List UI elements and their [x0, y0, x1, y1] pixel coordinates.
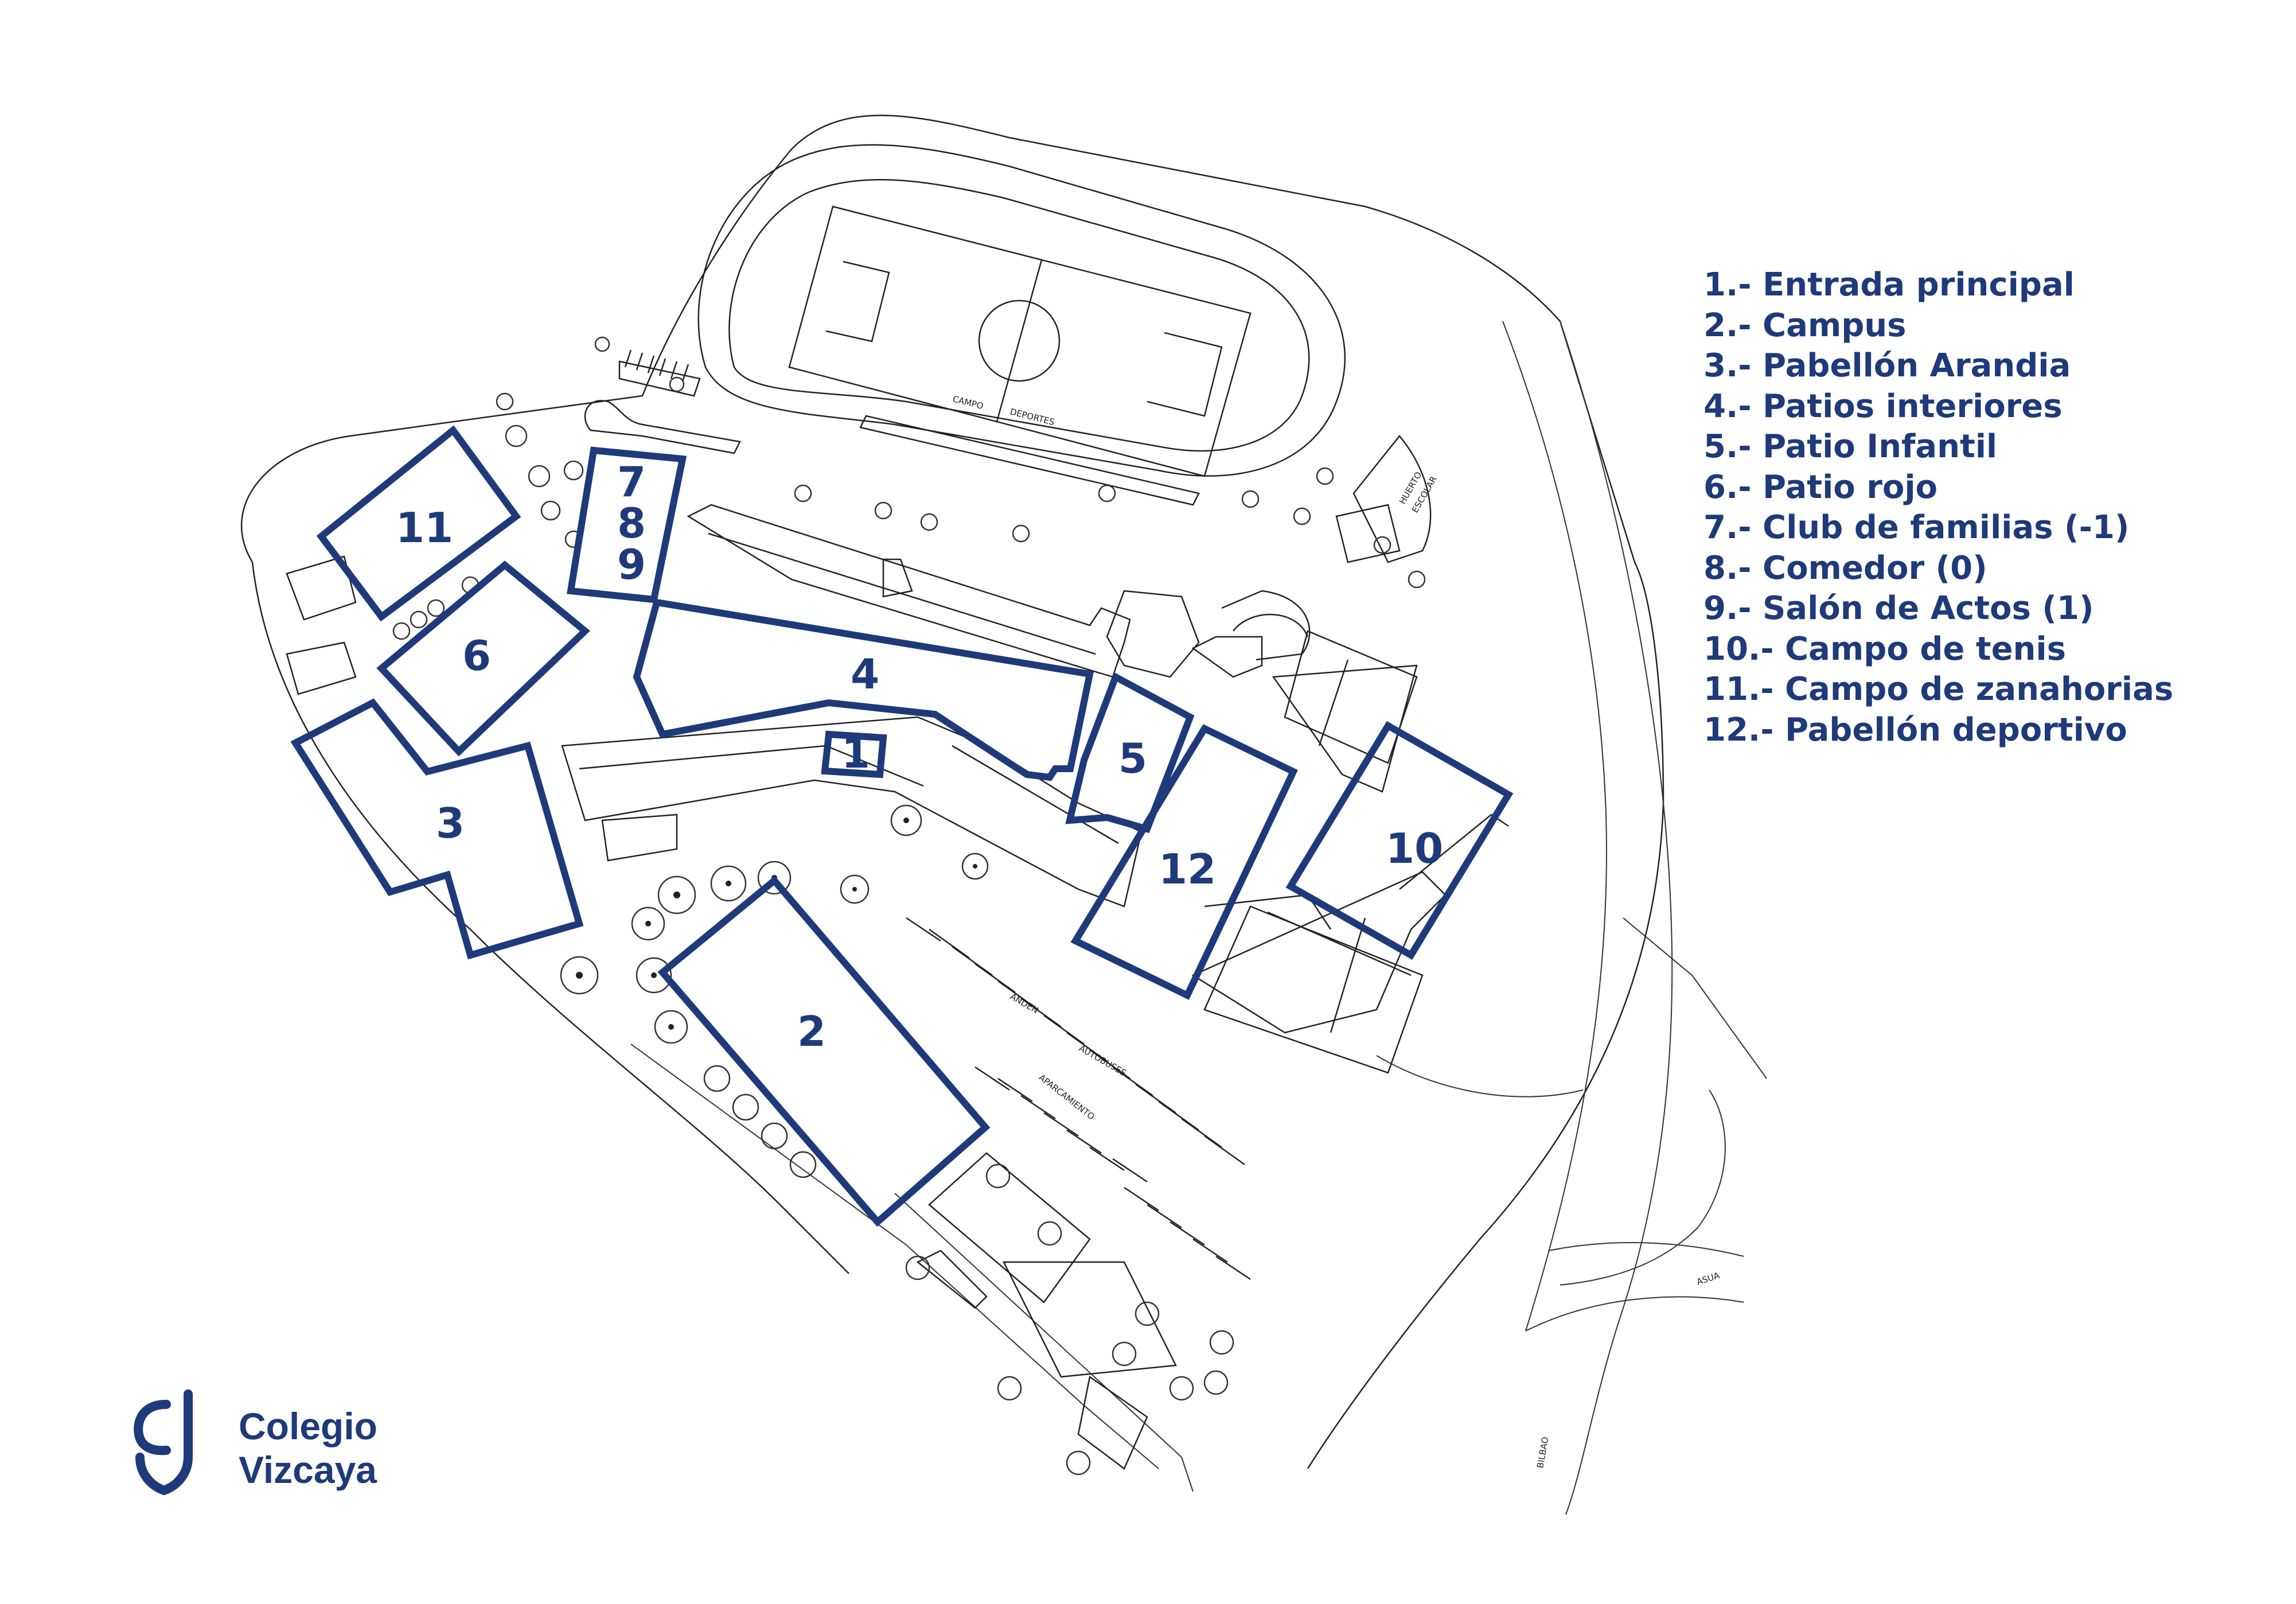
- zone-number-5: 5: [1118, 734, 1147, 782]
- legend-item-10: 10.- Campo de tenis: [1704, 630, 2066, 668]
- zone-number-2: 2: [797, 1007, 826, 1056]
- zone-number-9: 9: [617, 540, 646, 589]
- parking-stalls: [624, 349, 1251, 1280]
- legend-item-4: 4.- Patios interiores: [1704, 387, 2063, 425]
- plan-labels: HUERTO ESCOLAR ANDEN AUTOBUSES APARCAMIE…: [1008, 470, 1721, 1469]
- map-legend: 1.- Entrada principal 2.- Campus 3.- Pab…: [1704, 265, 2173, 750]
- logo-wordmark: Colegio Vizcaya: [239, 1404, 377, 1492]
- zone-number-4: 4: [851, 650, 879, 698]
- zone-outline-3[interactable]: [290, 698, 584, 960]
- zone-outline-2[interactable]: [657, 875, 991, 1227]
- zone-number-10: 10: [1386, 824, 1443, 873]
- logo-line-2: Vizcaya: [239, 1449, 377, 1491]
- site-outline: [240, 114, 1767, 1515]
- logo-c-mark: [134, 1400, 171, 1455]
- logo-shield-mark: [135, 1389, 193, 1496]
- legend-item-6: 6.- Patio rojo: [1704, 468, 1938, 506]
- zone-outline-789[interactable]: [567, 446, 687, 604]
- zone-number-12: 12: [1159, 845, 1216, 893]
- zone-number-1: 1: [841, 729, 870, 777]
- zone-number-3: 3: [436, 799, 465, 847]
- campo-label: CAMPO: [952, 394, 984, 411]
- legend-item-5: 5.- Patio Infantil: [1704, 428, 1998, 465]
- logo-line-1: Colegio: [239, 1405, 377, 1447]
- zone-outline-1[interactable]: [821, 730, 887, 778]
- zone-outlines: [290, 425, 1514, 1227]
- zone-outline-5[interactable]: [1065, 672, 1195, 834]
- legend-item-8: 8.- Comedor (0): [1704, 549, 1987, 587]
- trees: [392, 336, 1426, 1475]
- sports-field: CAMPO DEPORTES: [697, 144, 1346, 506]
- zone-number-7: 7: [617, 458, 646, 506]
- legend-item-11: 11.- Campo de zanahorias: [1704, 671, 2174, 708]
- zone-outline-12[interactable]: [1070, 724, 1298, 1000]
- buildings: [286, 360, 1509, 1470]
- asua-label: ASUA: [1695, 1270, 1721, 1287]
- legend-item-9: 9.- Salón de Actos (1): [1704, 590, 2094, 627]
- zone-outline-10[interactable]: [1285, 721, 1514, 960]
- legend-item-1: 1.- Entrada principal: [1704, 266, 2075, 303]
- zone-outline-6[interactable]: [376, 560, 591, 757]
- zone-number-6: 6: [462, 632, 491, 680]
- zone-numbers: 1 2 3 4 5 6 7 8 9 10 11 12: [396, 458, 1443, 1056]
- legend-item-2: 2.- Campus: [1704, 306, 1907, 344]
- autobuses-label: AUTOBUSES: [1077, 1043, 1128, 1079]
- legend-item-3: 3.- Pabellón Arandia: [1704, 347, 2071, 384]
- legend-item-7: 7.- Club de familias (-1): [1704, 509, 2130, 546]
- zone-outline-4[interactable]: [633, 598, 1094, 781]
- bilbao-label: BILBAO: [1535, 1436, 1550, 1469]
- anden-label: ANDEN: [1008, 991, 1040, 1015]
- zone-number-8: 8: [617, 499, 646, 547]
- zone-outline-11[interactable]: [316, 425, 521, 622]
- legend-item-12: 12.- Pabellón deportivo: [1704, 711, 2127, 749]
- zone-number-11: 11: [396, 504, 453, 552]
- colegio-vizcaya-logo: [134, 1389, 193, 1496]
